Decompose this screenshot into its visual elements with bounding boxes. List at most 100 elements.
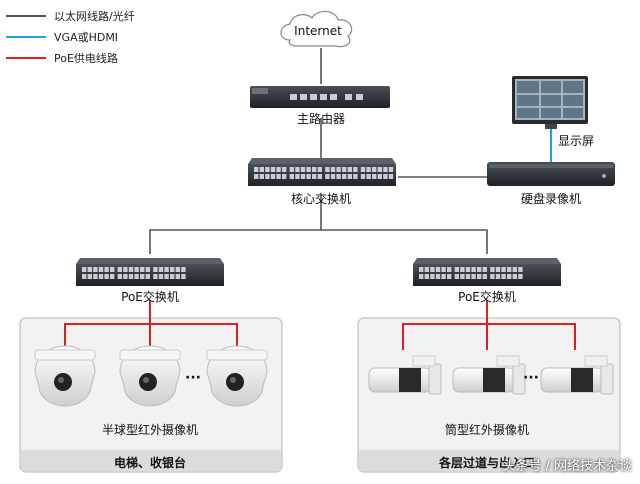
switch-port bbox=[312, 174, 317, 179]
switch-port bbox=[123, 274, 128, 279]
legend-vga-label: VGA或HDMI bbox=[54, 31, 119, 44]
switch-port bbox=[300, 167, 306, 172]
switch-port bbox=[430, 267, 435, 272]
switch-port bbox=[300, 174, 306, 179]
switch-port bbox=[353, 167, 358, 172]
core-switch-label: 核心交换机 bbox=[290, 192, 352, 206]
switch-port bbox=[104, 267, 109, 272]
switch-port bbox=[145, 274, 150, 279]
switch-port bbox=[164, 274, 169, 279]
switch-port bbox=[383, 167, 388, 172]
switch-port bbox=[265, 167, 270, 172]
switch-port bbox=[87, 274, 92, 279]
switch-port bbox=[377, 167, 382, 172]
switch-port bbox=[98, 274, 104, 279]
switch-port bbox=[490, 267, 495, 272]
switch-port bbox=[145, 267, 150, 272]
switch-port bbox=[82, 274, 87, 279]
switch-port bbox=[128, 274, 134, 279]
switch-port bbox=[82, 267, 87, 272]
switch-port bbox=[366, 174, 371, 179]
switch-port bbox=[460, 267, 465, 272]
nvr-label: 硬盘录像机 bbox=[520, 192, 582, 206]
switch-port bbox=[117, 274, 122, 279]
switch-port bbox=[495, 274, 501, 279]
zone-right-label: 各层过道与出入口 bbox=[438, 456, 536, 470]
router-label: 主路由器 bbox=[296, 112, 346, 126]
switch-port bbox=[447, 274, 452, 279]
switch-port bbox=[447, 267, 452, 272]
ethernet-links bbox=[149, 48, 488, 254]
switch-port bbox=[104, 274, 109, 279]
switch-port bbox=[134, 274, 139, 279]
switch-port bbox=[477, 267, 482, 272]
poe-links bbox=[64, 300, 576, 350]
switch-port bbox=[270, 174, 276, 179]
switch-port bbox=[482, 274, 487, 279]
switch-port bbox=[170, 267, 175, 272]
switch-port bbox=[347, 167, 352, 172]
legend-poe-label: PoE供电线路 bbox=[54, 52, 118, 65]
switch-port bbox=[175, 267, 180, 272]
poe-switch-right-label: PoE交换机 bbox=[458, 290, 516, 304]
legend-ethernet-label: 以太网线路/光纤 bbox=[54, 10, 135, 23]
switch-port bbox=[336, 174, 341, 179]
switch-port bbox=[372, 167, 377, 172]
switch-port bbox=[164, 267, 169, 272]
ellipsis-left: ··· bbox=[185, 370, 201, 386]
core-switch-device bbox=[248, 158, 396, 186]
bullet-cameras-label: 筒型红外摄像机 bbox=[444, 423, 530, 437]
internet-cloud-icon bbox=[280, 10, 353, 48]
switch-port bbox=[282, 167, 287, 172]
switch-port bbox=[325, 167, 330, 172]
switch-port bbox=[87, 267, 92, 272]
switch-port bbox=[377, 174, 382, 179]
switch-port bbox=[181, 274, 186, 279]
poe-switch-left-label: PoE交换机 bbox=[121, 290, 179, 304]
legend-ethernet-line bbox=[6, 15, 46, 17]
legend-poe-line bbox=[6, 57, 46, 59]
switch-port bbox=[306, 167, 311, 172]
switch-port bbox=[128, 267, 134, 272]
switch-port bbox=[490, 274, 495, 279]
zone-left-label: 电梯、收银台 bbox=[113, 456, 187, 470]
switch-port bbox=[347, 174, 352, 179]
switch-port bbox=[419, 267, 424, 272]
poe-switch-right-device bbox=[413, 258, 561, 286]
legend-vga-line bbox=[6, 36, 46, 38]
switch-port bbox=[110, 274, 115, 279]
switch-port bbox=[282, 174, 287, 179]
switch-port bbox=[495, 267, 501, 272]
switch-port bbox=[270, 167, 276, 172]
switch-port bbox=[342, 167, 347, 172]
switch-port bbox=[518, 274, 523, 279]
switch-port bbox=[330, 174, 336, 179]
monitor-device bbox=[512, 76, 588, 129]
switch-port bbox=[306, 174, 311, 179]
switch-port bbox=[317, 167, 322, 172]
switch-port bbox=[501, 274, 506, 279]
watermark-text: 头条号 / 网络技术杂谈 bbox=[502, 459, 632, 474]
switch-port bbox=[259, 174, 264, 179]
switch-port bbox=[465, 274, 471, 279]
switch-port bbox=[507, 274, 512, 279]
switch-port bbox=[317, 174, 322, 179]
switch-port bbox=[153, 274, 158, 279]
switch-port bbox=[430, 274, 435, 279]
switch-port bbox=[460, 274, 465, 279]
switch-port bbox=[158, 274, 164, 279]
switch-port bbox=[123, 267, 128, 272]
switch-port bbox=[360, 167, 366, 172]
switch-port bbox=[336, 167, 341, 172]
switch-port bbox=[419, 274, 424, 279]
switch-port bbox=[435, 267, 441, 272]
switch-port bbox=[501, 267, 506, 272]
nvr-device bbox=[487, 162, 615, 186]
zone-right-box bbox=[357, 317, 621, 473]
switch-port bbox=[441, 274, 446, 279]
bullet-camera-3-icon bbox=[540, 355, 614, 395]
switch-port bbox=[295, 167, 300, 172]
switch-port bbox=[289, 167, 294, 172]
switch-port bbox=[134, 267, 139, 272]
